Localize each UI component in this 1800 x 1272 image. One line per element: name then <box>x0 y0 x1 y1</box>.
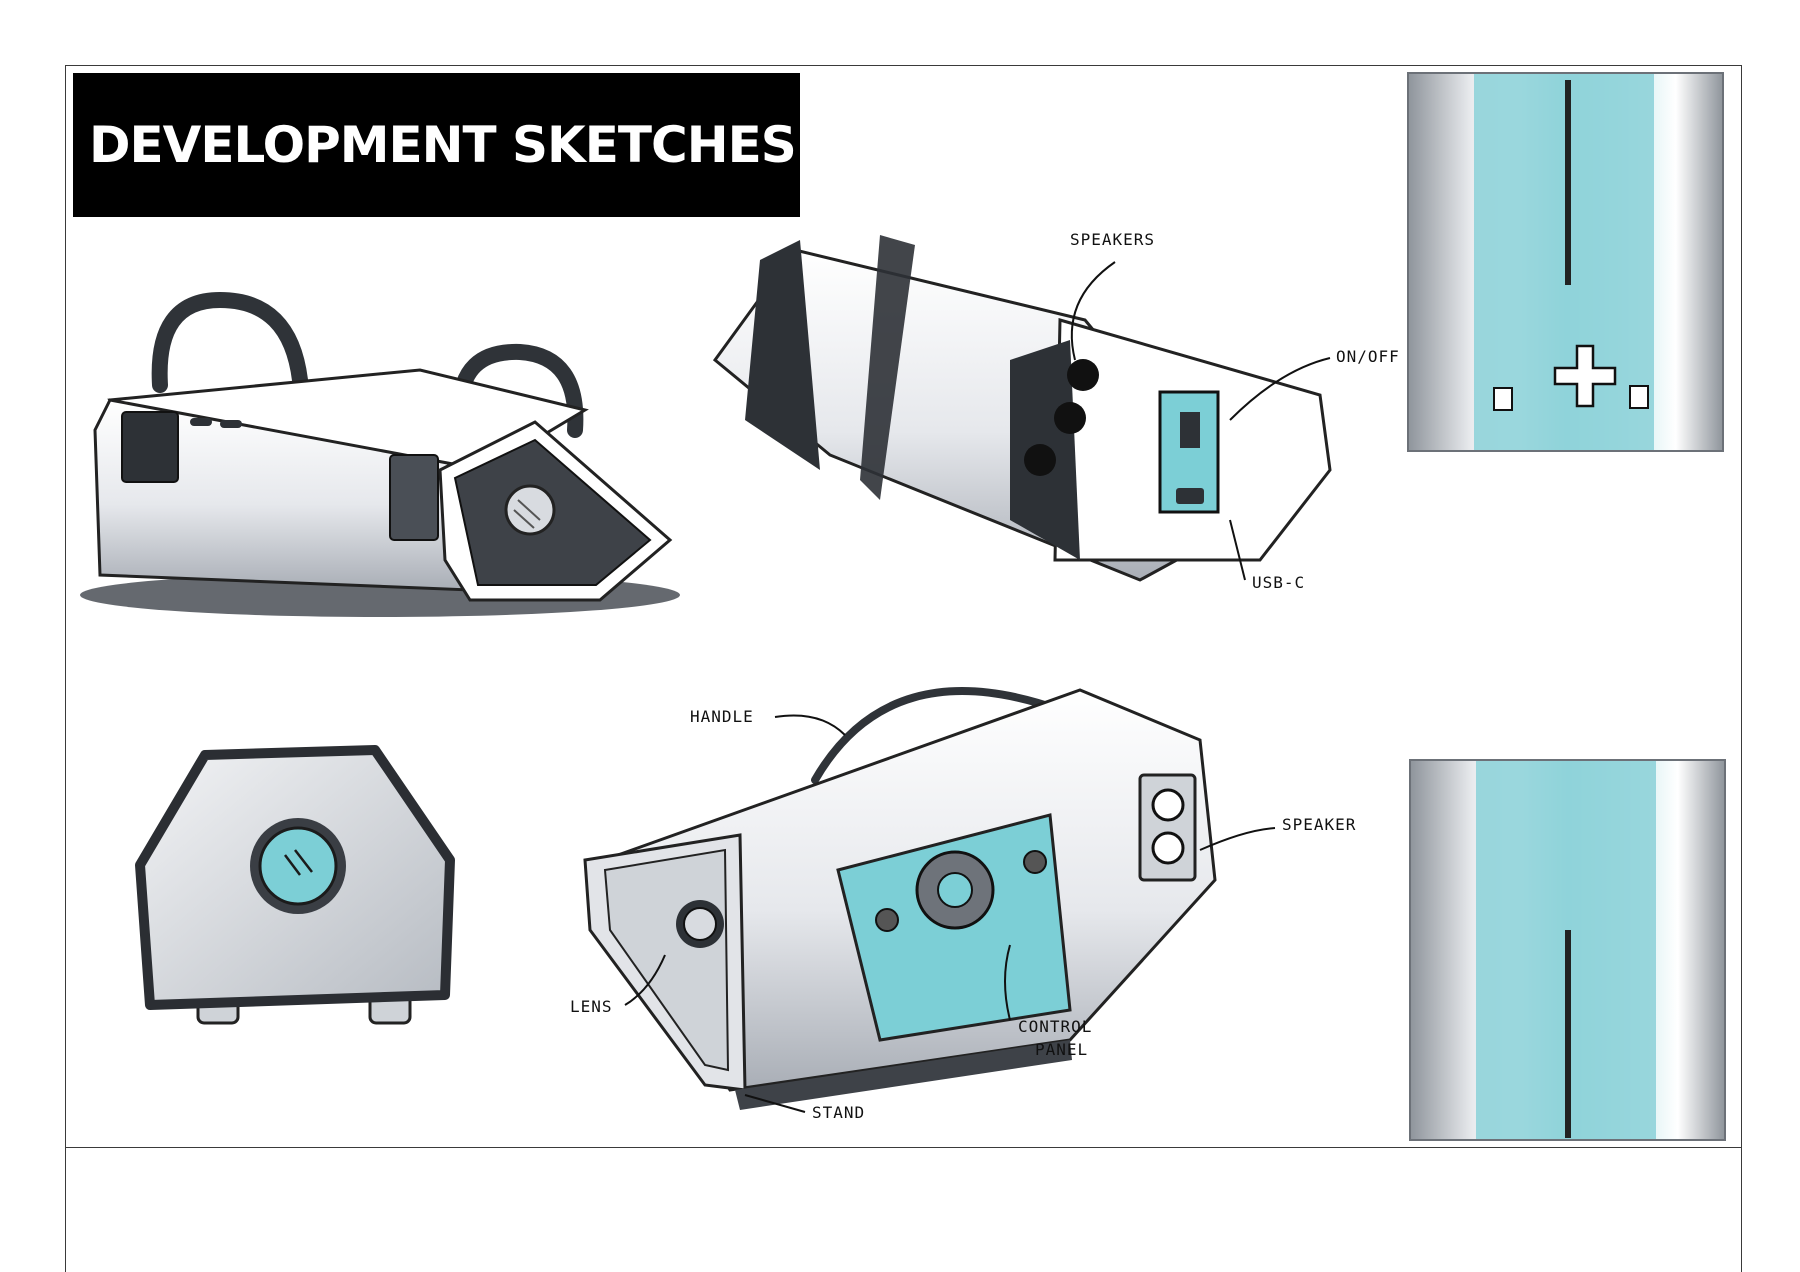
page-title: DEVELOPMENT SKETCHES <box>89 116 797 174</box>
annotation-leaders <box>624 261 1331 1113</box>
detail-strip-top <box>1407 72 1724 452</box>
label-speaker: SPEAKER <box>1282 815 1356 834</box>
label-lens: LENS <box>570 997 613 1016</box>
label-usb-c: USB-C <box>1252 573 1305 592</box>
label-control-line2: PANEL <box>1035 1040 1088 1059</box>
detail-strip-bottom <box>1409 759 1726 1141</box>
footer-divider <box>65 1147 1742 1148</box>
page-frame <box>65 65 1742 1272</box>
label-on-off: ON/OFF <box>1336 347 1400 366</box>
label-speakers: SPEAKERS <box>1070 230 1155 249</box>
label-control-line1: CONTROL <box>1018 1017 1092 1036</box>
sketch-twin-handle-device <box>80 291 680 617</box>
title-banner: DEVELOPMENT SKETCHES <box>73 73 800 217</box>
sketch-speaker-device <box>712 235 1332 582</box>
sketch-main-device <box>583 687 1217 1110</box>
sketch-front-view <box>135 745 455 1025</box>
label-stand: STAND <box>812 1103 865 1122</box>
label-handle: HANDLE <box>690 707 754 726</box>
